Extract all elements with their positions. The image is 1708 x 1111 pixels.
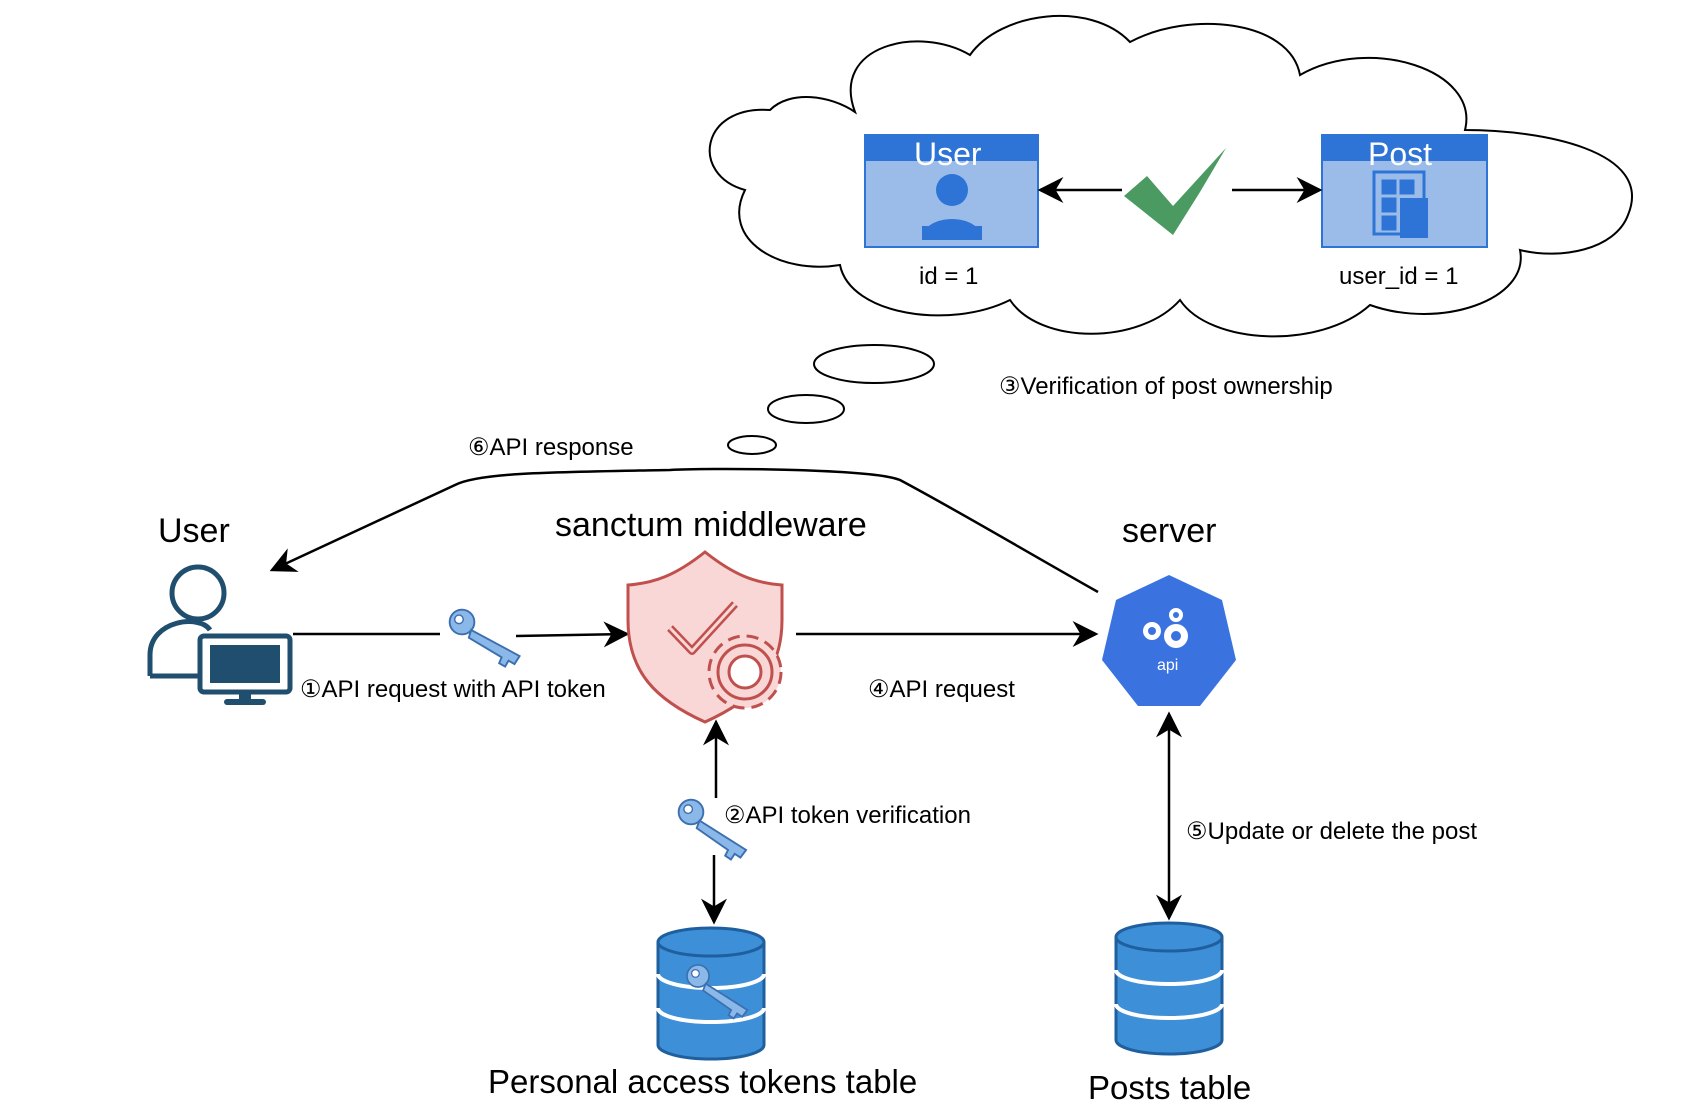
edge-label-step6: ⑥API response bbox=[468, 434, 634, 461]
node-title-tokens-table: Personal access tokens table bbox=[488, 1063, 918, 1100]
thought-cloud bbox=[708, 15, 1633, 455]
edge-label-step2: ②API token verification bbox=[724, 802, 971, 829]
post-card-table-icon bbox=[1372, 170, 1428, 238]
edge-label-step5: ⑤Update or delete the post bbox=[1186, 818, 1478, 845]
thought-bubble-large bbox=[813, 344, 935, 384]
key-icon-request bbox=[447, 604, 522, 672]
thought-bubble-small bbox=[727, 435, 777, 455]
kubernetes-api-icon bbox=[1102, 575, 1236, 706]
edge-api-response bbox=[269, 467, 1099, 594]
post-card bbox=[1321, 134, 1488, 248]
node-title-posts-table: Posts table bbox=[1088, 1069, 1252, 1106]
edge-label-step4: ④API request bbox=[868, 676, 1015, 703]
post-card-field: user_id = 1 bbox=[1339, 263, 1459, 290]
user-card bbox=[864, 134, 1039, 248]
user-card-field: id = 1 bbox=[919, 263, 979, 290]
server-api-badge: api bbox=[1157, 657, 1179, 674]
edge-label-step1: ①API request with API token bbox=[300, 676, 606, 703]
user-card-title: User bbox=[914, 136, 982, 172]
thought-bubble-medium bbox=[767, 394, 845, 424]
shield-gear-icon bbox=[626, 550, 784, 724]
node-title-middleware: sanctum middleware bbox=[555, 506, 867, 544]
node-title-server: server bbox=[1122, 512, 1217, 550]
post-card-title: Post bbox=[1368, 136, 1433, 172]
node-title-user: User bbox=[158, 512, 230, 550]
edge-label-step3: ③Verification of post ownership bbox=[999, 373, 1333, 400]
edge-user-to-middleware-b bbox=[515, 621, 630, 648]
user-card-person-icon bbox=[922, 174, 982, 240]
database-icon bbox=[1114, 921, 1224, 1056]
user-computer-icon bbox=[147, 564, 293, 705]
database-key-icon bbox=[656, 926, 766, 1061]
check-icon bbox=[1124, 148, 1226, 235]
